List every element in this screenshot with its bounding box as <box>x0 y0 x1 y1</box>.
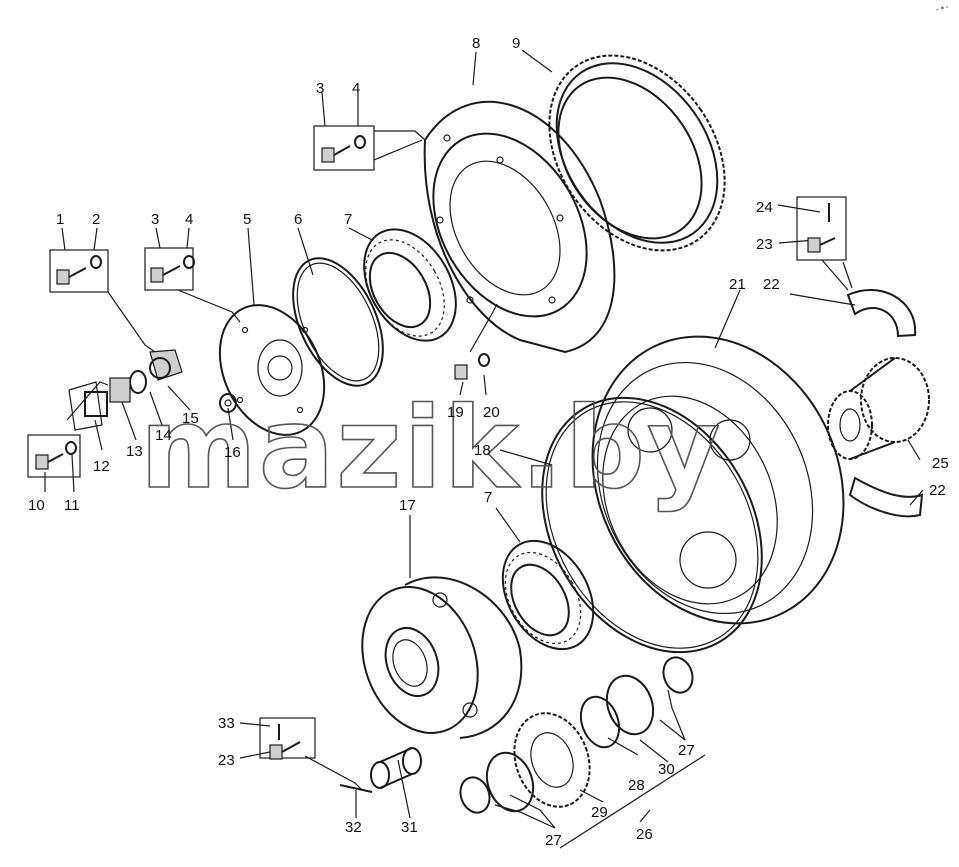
bolt-19 <box>454 353 490 380</box>
carrier-part-17 <box>361 576 523 739</box>
cover-plate-part-8 <box>423 100 616 354</box>
label-12: 12 <box>93 458 110 475</box>
label-21: 21 <box>729 276 746 293</box>
ring-gear-part-9 <box>548 54 726 252</box>
label-3-mid: 3 <box>151 211 159 228</box>
label-8: 8 <box>472 35 480 52</box>
sleeve-part-31 <box>370 747 422 789</box>
label-24: 24 <box>756 199 773 216</box>
label-23-top: 23 <box>756 236 773 253</box>
label-17: 17 <box>399 497 416 514</box>
label-22-top: 22 <box>763 276 780 293</box>
label-23-bottom: 23 <box>218 752 235 769</box>
segment-part-22 <box>846 289 924 518</box>
pin-part-32 <box>339 784 373 793</box>
label-2: 2 <box>92 211 100 228</box>
bolt-23-top <box>807 203 836 253</box>
bolt-10 <box>35 441 77 470</box>
label-27-bottom: 27 <box>545 832 562 849</box>
o-ring-part-18 <box>541 396 763 654</box>
label-31: 31 <box>401 819 418 836</box>
label-16: 16 <box>224 444 241 461</box>
bolt-23-bottom <box>269 724 301 760</box>
leader-lines <box>44 49 924 849</box>
label-26: 26 <box>636 826 653 843</box>
flange-disc-part-5 <box>218 304 326 436</box>
label-20: 20 <box>483 404 500 421</box>
bracket-frames <box>27 125 847 759</box>
bolt-1 <box>56 255 102 285</box>
label-15: 15 <box>182 410 199 427</box>
label-9: 9 <box>512 35 520 52</box>
label-32: 32 <box>345 819 362 836</box>
callout-labels: 8 9 3 4 1 2 3 4 5 6 7 24 23 21 22 15 14 … <box>28 35 949 849</box>
label-22-bottom: 22 <box>929 482 946 499</box>
washer-part-16 <box>219 393 237 413</box>
label-7-lower: 7 <box>484 489 492 506</box>
label-29: 29 <box>591 804 608 821</box>
label-33: 33 <box>218 715 235 732</box>
gear-assembly-26 <box>459 656 694 814</box>
label-1: 1 <box>56 211 64 228</box>
label-28: 28 <box>628 777 645 794</box>
label-10: 10 <box>28 497 45 514</box>
label-4-top: 4 <box>352 80 360 97</box>
label-18: 18 <box>474 442 491 459</box>
label-30: 30 <box>658 761 675 778</box>
label-14: 14 <box>155 427 172 444</box>
bearing-part-7-lower <box>501 539 595 651</box>
label-6: 6 <box>294 211 302 228</box>
label-5: 5 <box>243 211 251 228</box>
label-13: 13 <box>126 443 143 460</box>
label-27-right: 27 <box>678 742 695 759</box>
label-3-top: 3 <box>316 80 324 97</box>
label-7-upper: 7 <box>344 211 352 228</box>
bolts <box>35 135 836 760</box>
label-19: 19 <box>447 404 464 421</box>
label-11: 11 <box>64 497 80 514</box>
gear-shaft-part-25 <box>827 357 930 460</box>
watermark-text: mazik.by <box>140 384 722 514</box>
housing-part-21 <box>591 335 845 625</box>
small-parts-12-15 <box>84 349 183 417</box>
corner-mark: -*' <box>935 5 949 14</box>
bolt-3-mid <box>150 255 195 283</box>
o-ring-part-6 <box>292 257 384 387</box>
bolt-3-top <box>321 135 366 163</box>
bearing-part-7-upper <box>363 228 457 342</box>
label-25: 25 <box>932 455 949 472</box>
label-4-mid: 4 <box>185 211 193 228</box>
